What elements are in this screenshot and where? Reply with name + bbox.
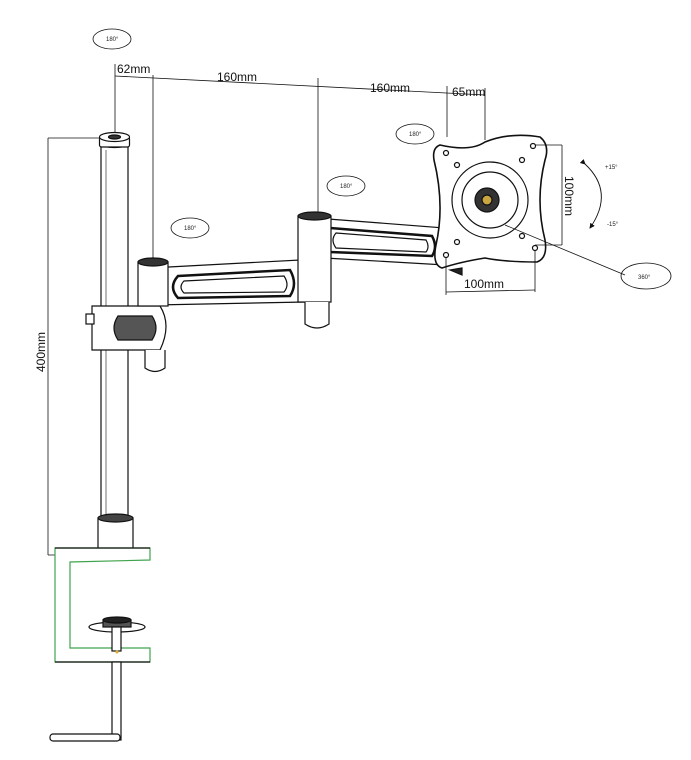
- desk-clamp: [49, 547, 151, 742]
- dim-160mm-arm2: 160mm: [370, 81, 410, 95]
- dim-65mm: 65mm: [452, 85, 485, 99]
- vesa-plate: [432, 134, 548, 276]
- tilt-down-label: -15°: [607, 222, 619, 228]
- rotation-label-pole: 180°: [106, 37, 119, 43]
- dim-vesa-height: 100mm: [562, 176, 576, 216]
- rotation-label-arm2: 180°: [340, 184, 353, 190]
- rotation-label-head: 180°: [409, 132, 422, 138]
- vesa-dimension-lines: [445, 144, 626, 295]
- dim-400mm: 400mm: [34, 332, 48, 372]
- arm-bracket: [85, 305, 167, 373]
- top-dimension-lines: [114, 64, 486, 262]
- dim-160mm-arm1: 160mm: [217, 70, 257, 84]
- rotation-symbols: [92, 28, 672, 290]
- pole-collar: [97, 513, 134, 553]
- dim-vesa-width: 100mm: [464, 277, 504, 291]
- rotation-label-arm1: 180°: [184, 226, 197, 232]
- first-arm: [137, 257, 306, 307]
- dim-62mm: 62mm: [117, 62, 150, 76]
- tilt-up-label: +15°: [605, 165, 618, 171]
- tilt-arc: [579, 158, 602, 229]
- second-arm: [297, 211, 446, 329]
- rotation-label-plate: 360°: [638, 275, 651, 281]
